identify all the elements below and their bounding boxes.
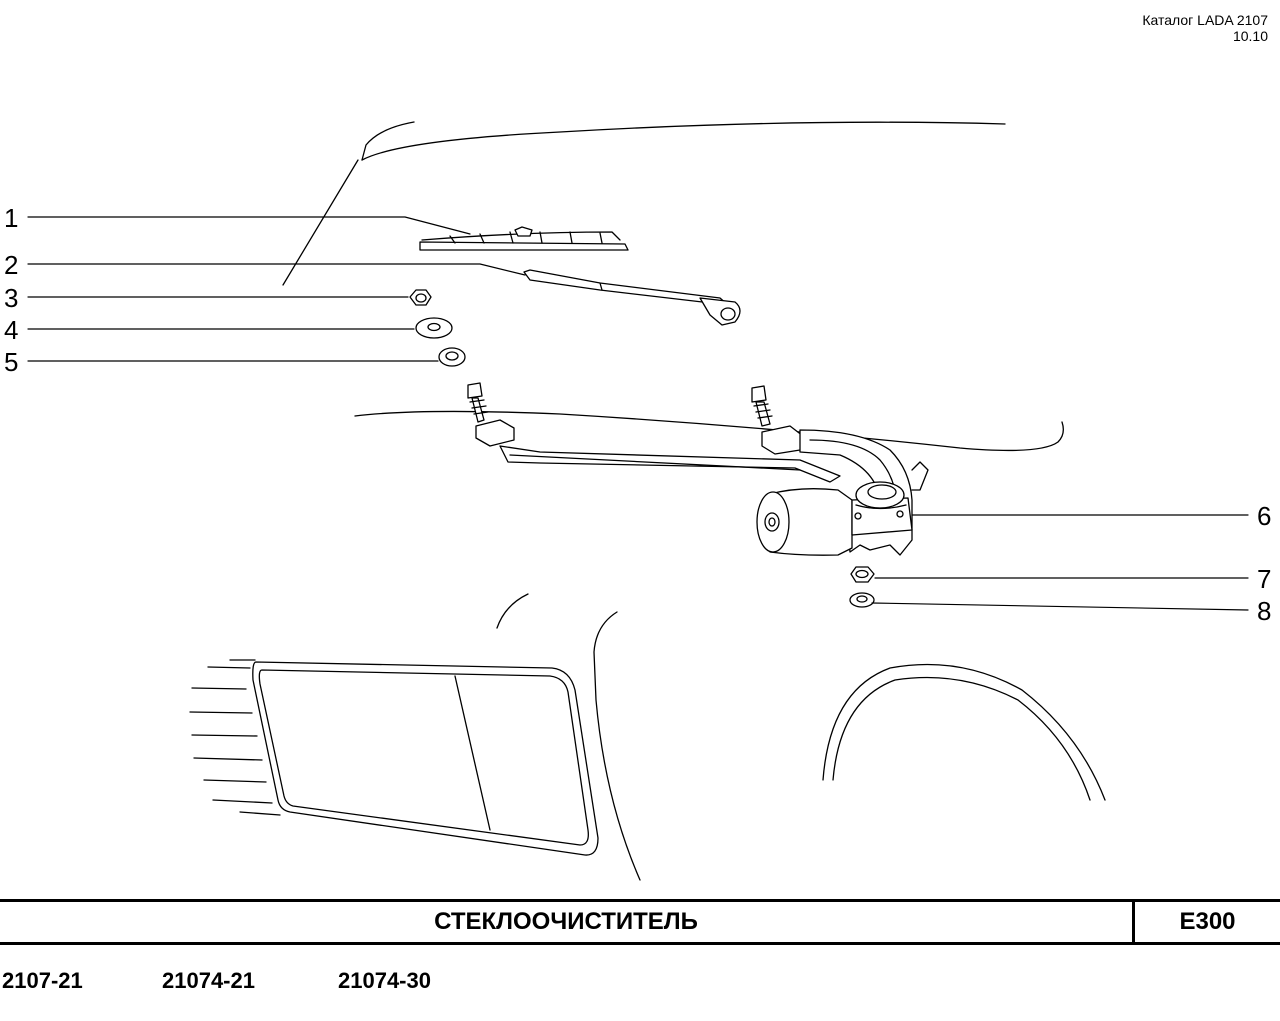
wiper-arm bbox=[523, 269, 741, 326]
speed-lines bbox=[189, 659, 281, 816]
section-code: E300 bbox=[1179, 908, 1236, 935]
catalog-header: Каталог LADA 2107 10.10 bbox=[1142, 12, 1268, 44]
windshield-corner bbox=[361, 121, 415, 161]
nut-part-7 bbox=[850, 566, 875, 583]
door-line bbox=[593, 611, 641, 881]
windshield-pillar bbox=[282, 159, 359, 286]
catalog-name: Каталог LADA 2107 bbox=[1142, 12, 1268, 28]
wiper-motor-assembly bbox=[467, 382, 929, 556]
callout-2: 2 bbox=[4, 250, 18, 280]
callout-4: 4 bbox=[4, 315, 18, 345]
nut-part-3 bbox=[409, 289, 432, 306]
page-title: СТЕКЛООЧИСТИТЕЛЬ bbox=[434, 908, 698, 935]
callout-8: 8 bbox=[1257, 596, 1271, 626]
wheel-arch-outer bbox=[822, 663, 1106, 801]
side-window-divider bbox=[454, 675, 491, 831]
seal-part-5 bbox=[438, 347, 466, 367]
model-list: 2107-21 21074-21 21074-30 bbox=[0, 968, 1280, 998]
callout-1: 1 bbox=[4, 203, 18, 233]
model-code: 21074-30 bbox=[338, 968, 431, 993]
wiper-blade bbox=[419, 226, 629, 251]
title-band: СТЕКЛООЧИСТИТЕЛЬ E300 bbox=[0, 899, 1280, 945]
cowl-line bbox=[354, 410, 1064, 452]
model-code: 21074-21 bbox=[162, 968, 255, 993]
catalog-date: 10.10 bbox=[1232, 28, 1268, 44]
washer-part-8 bbox=[849, 592, 875, 608]
side-window-outer bbox=[252, 661, 599, 856]
wiper-diagram: 1 2 3 4 5 6 7 8 bbox=[4, 121, 1271, 881]
leader-lines bbox=[27, 216, 1249, 611]
title-divider bbox=[1132, 902, 1135, 942]
door-line-upper bbox=[496, 593, 529, 629]
callout-3: 3 bbox=[4, 283, 18, 313]
washer-part-4 bbox=[415, 317, 453, 339]
callout-7: 7 bbox=[1257, 564, 1271, 594]
windshield-top-edge bbox=[361, 121, 1006, 161]
side-window-inner bbox=[258, 669, 589, 846]
callout-6: 6 bbox=[1257, 501, 1271, 531]
model-code: 2107-21 bbox=[2, 968, 83, 993]
wheel-arch-inner bbox=[832, 676, 1091, 801]
callout-5: 5 bbox=[4, 347, 18, 377]
